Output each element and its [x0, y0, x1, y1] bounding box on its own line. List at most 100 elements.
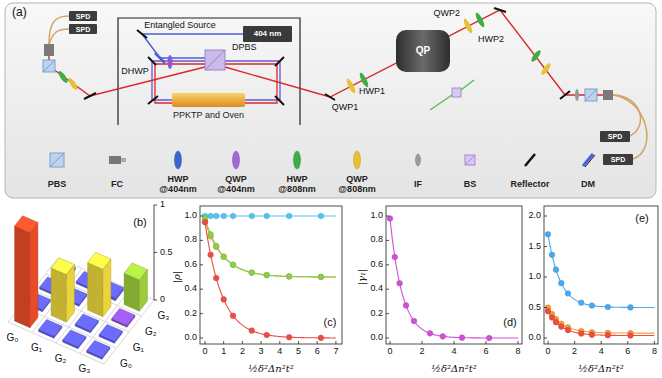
- axis-title: ½δ²Δn²t²: [431, 363, 476, 374]
- waveplate-symbol: [345, 78, 357, 95]
- part-label: Entangled Source: [144, 21, 216, 31]
- pbs-cube: [43, 60, 597, 101]
- photon-beam: [49, 56, 205, 96]
- box-text: 404 nm: [254, 30, 282, 38]
- tick-label: 8: [652, 347, 657, 357]
- bar: [124, 263, 147, 311]
- reflector-symbol: [148, 96, 158, 104]
- data-point: [486, 335, 492, 341]
- bar: [75, 314, 98, 333]
- data-point: [605, 304, 611, 310]
- legend-text: FC: [94, 179, 140, 189]
- bar: [15, 216, 148, 359]
- beam-splitter: [430, 80, 474, 110]
- tick-mark: [200, 264, 203, 265]
- tick-label: 0.6: [370, 260, 383, 270]
- bar: [75, 314, 98, 331]
- tick-mark: [601, 341, 602, 344]
- detector-box: SPD: [603, 154, 633, 165]
- legend-item: HWP @808nm: [274, 174, 320, 195]
- fit-curve: [548, 308, 654, 334]
- tick-label: 0.8: [184, 235, 197, 245]
- tick-label: 4: [451, 347, 456, 357]
- data-point: [403, 303, 409, 309]
- data-point: [318, 274, 324, 280]
- tick-label: 1: [221, 347, 226, 357]
- tick-mark: [261, 341, 262, 344]
- tick-mark: [518, 341, 519, 344]
- legend-icon: [465, 155, 475, 165]
- data-point: [589, 303, 595, 309]
- tick-label: 0.0: [184, 333, 197, 343]
- tick-mark: [335, 341, 336, 344]
- data-point: [264, 272, 270, 278]
- data-point: [553, 319, 559, 325]
- axis-category: G₃: [157, 309, 169, 320]
- tick-mark: [544, 216, 547, 217]
- dpbs-cube: [205, 50, 225, 70]
- axis-category: G₃: [79, 363, 91, 374]
- legend-icon: [50, 153, 64, 167]
- bar: [87, 340, 110, 357]
- legend-icon: [354, 151, 361, 169]
- pbs-cube: [585, 89, 597, 101]
- waveplate-symbol: [168, 55, 173, 69]
- data-point: [286, 274, 292, 280]
- legend-icon: [525, 154, 535, 166]
- tick-label: 2: [240, 347, 245, 357]
- tick-label: 0: [160, 295, 165, 305]
- fiber-coupler: [44, 44, 54, 56]
- data-point: [221, 254, 227, 260]
- tick-label: 2.0: [528, 211, 541, 221]
- data-point: [318, 335, 324, 341]
- fit-curve: [548, 234, 654, 307]
- data-point: [559, 280, 565, 286]
- tick-label: 5: [296, 347, 301, 357]
- legend-icon: [233, 151, 240, 169]
- data-point: [628, 305, 634, 311]
- optical-fiber: [49, 29, 69, 44]
- axis-category: G₁: [31, 342, 42, 353]
- data-point: [397, 280, 403, 286]
- box-text: SPD: [76, 13, 90, 20]
- bar: [51, 258, 74, 275]
- tick-mark: [390, 341, 391, 344]
- waveplate-symbol: [575, 89, 579, 101]
- fit-curve: [205, 222, 336, 338]
- data-point: [230, 313, 236, 319]
- data-point: [286, 334, 292, 340]
- data-point: [459, 335, 465, 341]
- beam-splitter: [430, 95, 452, 110]
- axis-category: G₂: [145, 325, 157, 336]
- data-point: [565, 327, 571, 333]
- data-point: [440, 334, 446, 340]
- tick-label: 0: [202, 347, 207, 357]
- tick-mark: [223, 341, 224, 344]
- tick-label: 7: [333, 347, 338, 357]
- axis-title: |γ₁|: [356, 269, 367, 286]
- legend-icon: [416, 154, 421, 166]
- data-point: [286, 274, 292, 280]
- tick-mark: [298, 341, 299, 344]
- waveplate-symbol: [530, 49, 542, 63]
- panel-letter: (e): [635, 212, 648, 224]
- tick-mark: [200, 289, 203, 290]
- data-point: [249, 213, 255, 219]
- tick-mark: [544, 277, 547, 278]
- data-point: [318, 274, 324, 280]
- tick-mark: [544, 246, 547, 247]
- reflector-symbol: [148, 57, 156, 65]
- bar: [112, 308, 135, 327]
- tick-mark: [627, 341, 628, 344]
- data-point: [221, 213, 227, 219]
- tick-label: 1.0: [184, 211, 197, 221]
- bar: [39, 319, 62, 336]
- pbs-cube: [43, 60, 55, 72]
- tick-mark: [386, 289, 389, 290]
- data-point: [628, 333, 634, 339]
- panel-letter: (d): [503, 316, 516, 328]
- bar: [88, 252, 111, 269]
- legend-icon: [294, 151, 301, 169]
- plot-frame: [200, 206, 342, 344]
